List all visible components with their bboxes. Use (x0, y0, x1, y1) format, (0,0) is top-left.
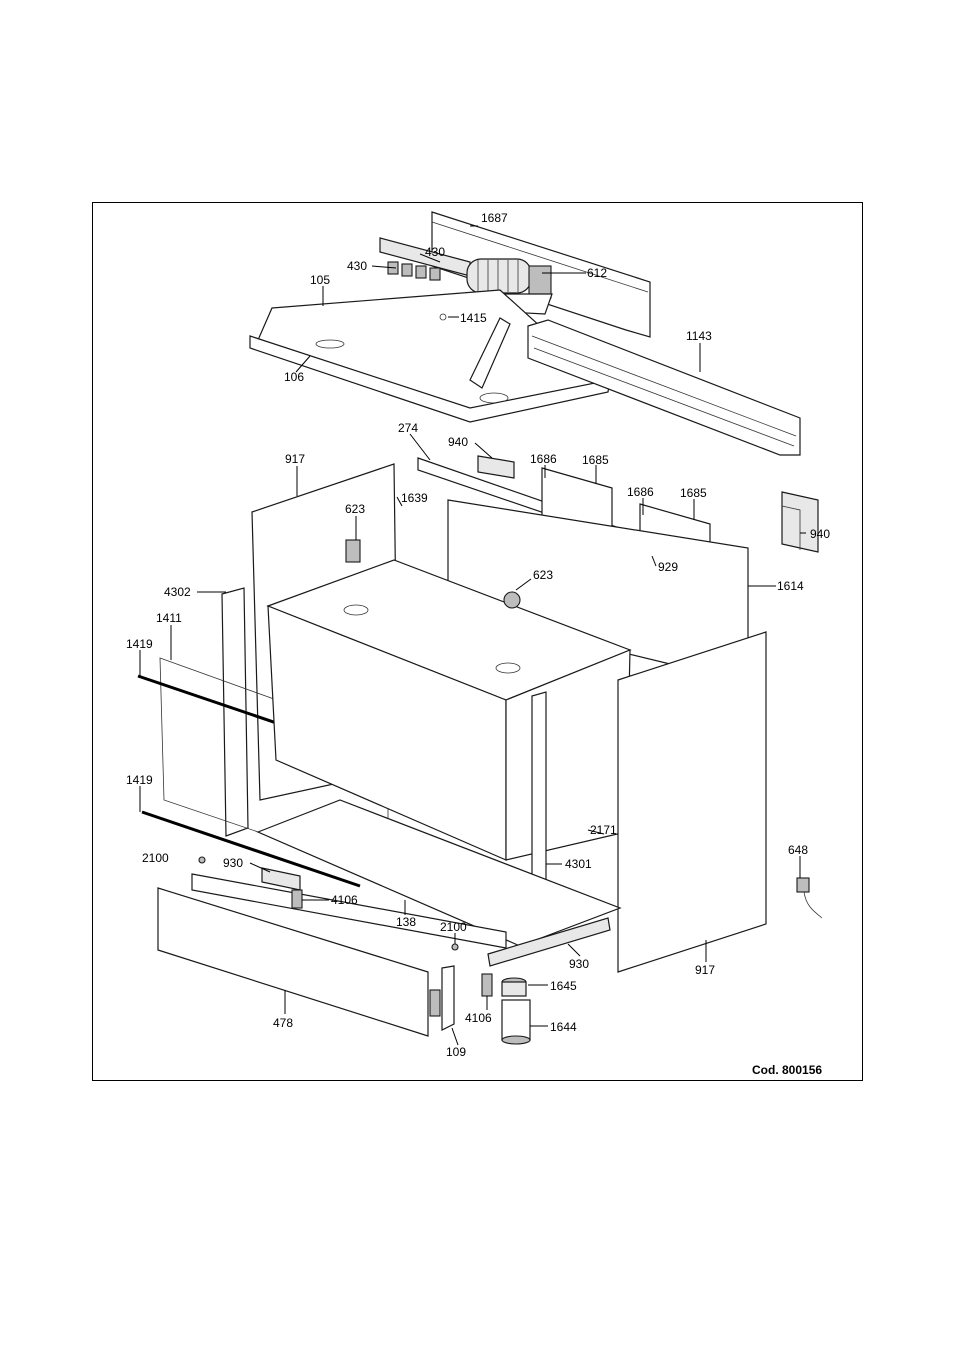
part-930-hinges (261, 867, 611, 967)
label-648: 648 (788, 843, 808, 857)
label-2171: 2171 (590, 823, 617, 837)
label-478: 478 (273, 1016, 293, 1030)
part-917-right-side-panel (617, 631, 767, 973)
label-623-center: 623 (533, 568, 553, 582)
label-917-right: 917 (695, 963, 715, 977)
label-1686-left: 1686 (530, 452, 557, 466)
label-274: 274 (398, 421, 418, 435)
part-105-top-cover (257, 289, 606, 421)
drawing-code: Cod. 800156 (752, 1063, 822, 1077)
label-940-top: 940 (448, 435, 468, 449)
label-430-left: 430 (347, 259, 367, 273)
part-109-drawer-side (441, 965, 455, 1031)
label-1419-lower: 1419 (126, 773, 153, 787)
label-1415: 1415 (460, 311, 487, 325)
label-930-left: 930 (223, 856, 243, 870)
label-4301: 4301 (565, 857, 592, 871)
label-1685-left: 1685 (582, 453, 609, 467)
label-930-right: 930 (569, 957, 589, 971)
label-109: 109 (446, 1045, 466, 1059)
label-4106-left: 4106 (331, 893, 358, 907)
label-1686-right: 1686 (627, 485, 654, 499)
part-labels: 1687 430 430 612 105 1415 1143 106 274 9… (126, 211, 830, 1077)
label-940-right: 940 (810, 527, 830, 541)
label-612: 612 (587, 266, 607, 280)
part-106-base-plate (249, 335, 611, 423)
part-623-thermostat-left (345, 539, 361, 563)
label-105: 105 (310, 273, 330, 287)
leader-lines (139, 225, 806, 1046)
label-4302: 4302 (164, 585, 191, 599)
label-2100-right: 2100 (440, 920, 467, 934)
diagram-frame (92, 202, 863, 1081)
part-2100-screws (198, 856, 459, 951)
part-648-cable (796, 877, 823, 919)
label-929: 929 (658, 560, 678, 574)
label-430-right: 430 (425, 245, 445, 259)
part-4302-left-rail (221, 587, 249, 837)
label-1614: 1614 (777, 579, 804, 593)
part-478-front-drawer (157, 887, 441, 1037)
label-4106-right: 4106 (465, 1011, 492, 1025)
label-917-left: 917 (285, 452, 305, 466)
part-1143-front-control-panel (527, 319, 801, 456)
part-1645-1644-feet (501, 977, 531, 1045)
label-1645: 1645 (550, 979, 577, 993)
label-138: 138 (396, 915, 416, 929)
label-1419-upper: 1419 (126, 637, 153, 651)
part-940-bracket-top (477, 455, 515, 479)
part-940-bracket-right (781, 491, 819, 553)
label-2100-left: 2100 (142, 851, 169, 865)
label-1685-right: 1685 (680, 486, 707, 500)
label-623-left: 623 (345, 502, 365, 516)
label-106: 106 (284, 370, 304, 384)
part-138-door-frame (191, 873, 507, 949)
label-1411: 1411 (156, 611, 182, 625)
label-1687: 1687 (481, 211, 508, 225)
label-1644: 1644 (550, 1020, 577, 1034)
label-1143: 1143 (686, 329, 712, 343)
part-2171-bottom-tray (256, 799, 622, 947)
label-1639: 1639 (401, 491, 428, 505)
